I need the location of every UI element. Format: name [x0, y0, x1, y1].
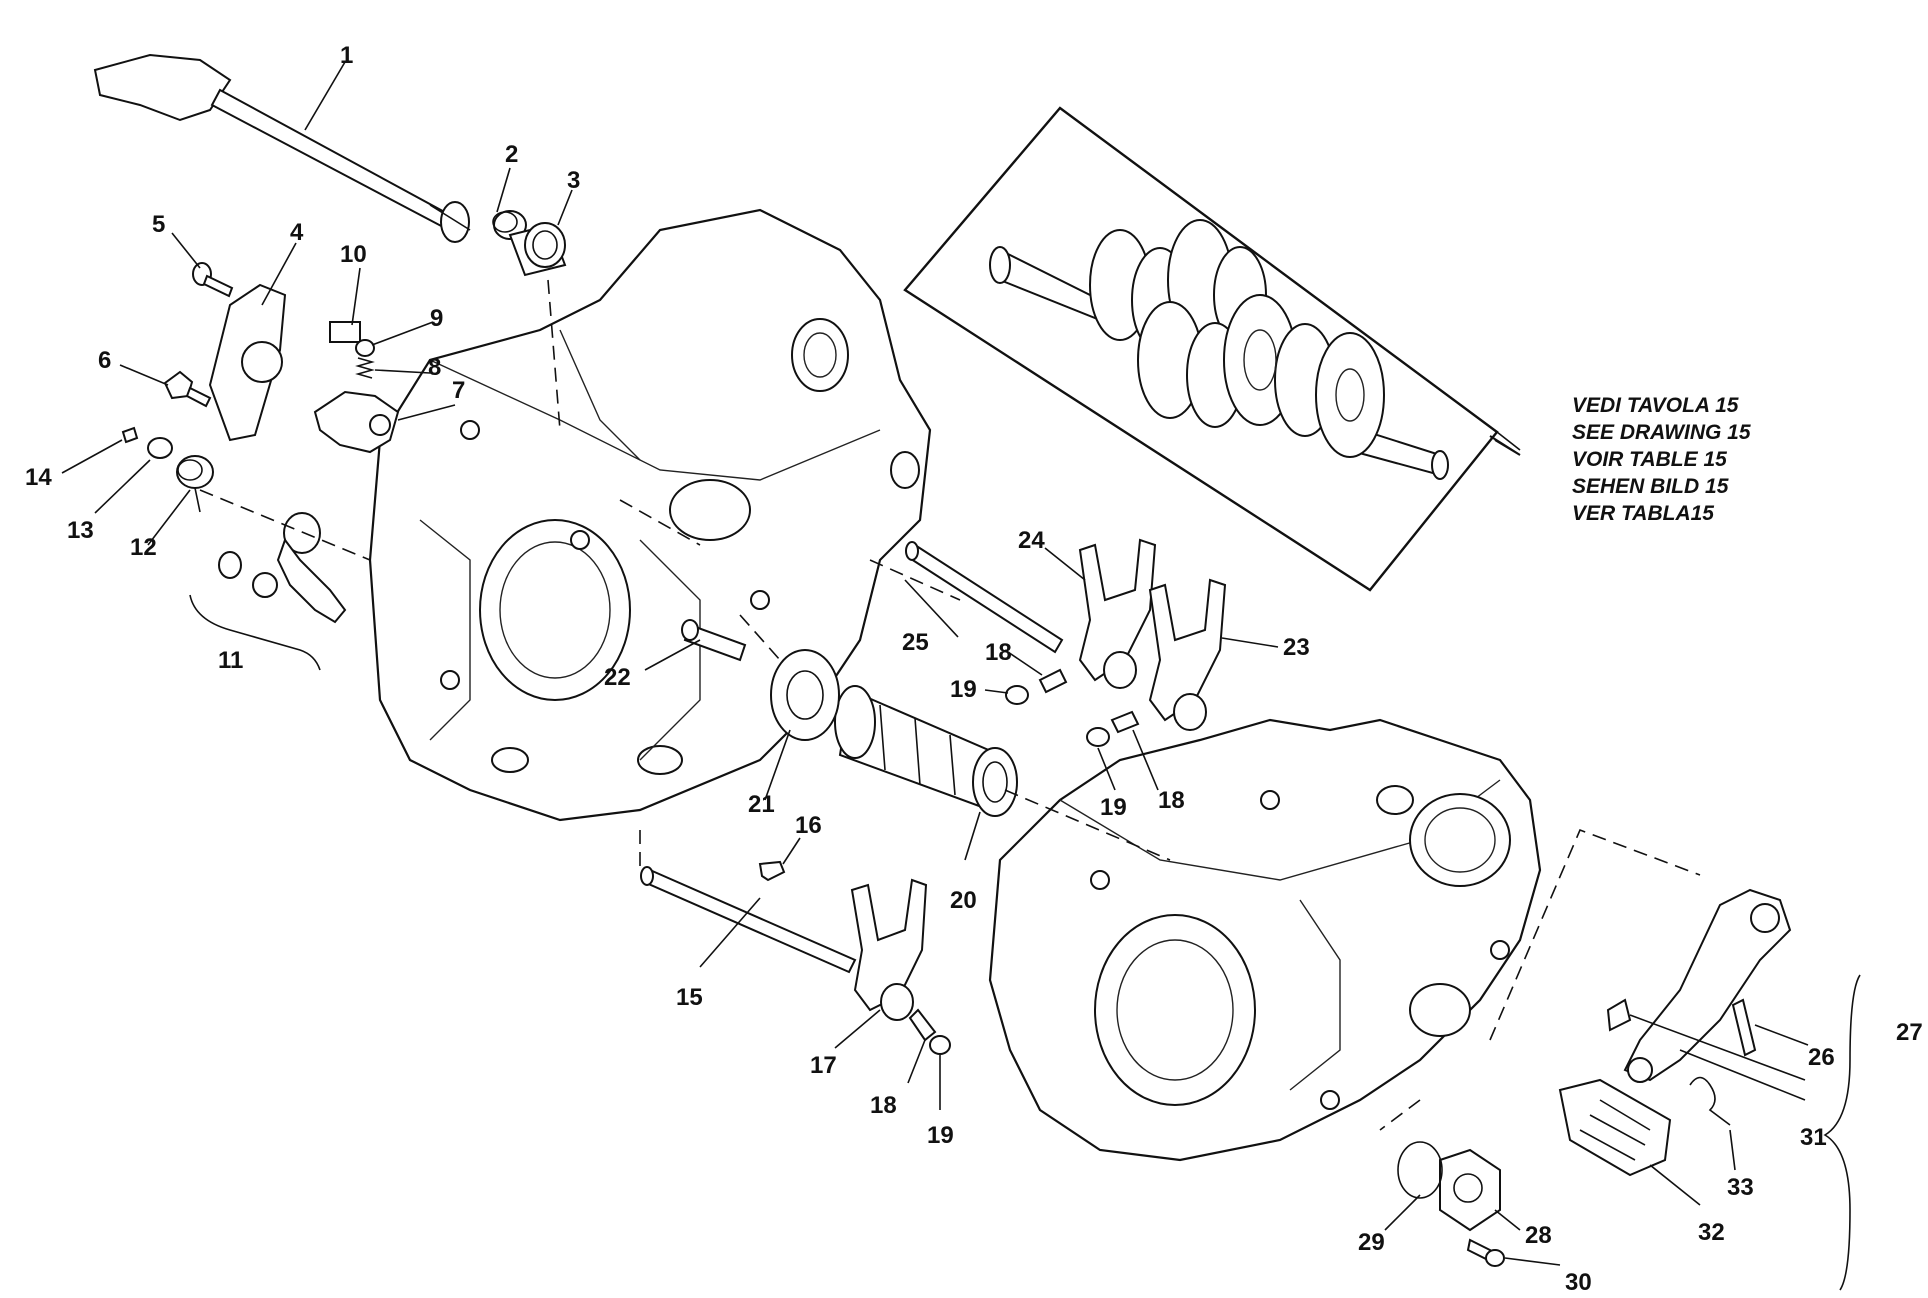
- assembly-lines: [199, 279, 1701, 1131]
- reference-line-it: VEDI TAVOLA 15: [1572, 394, 1739, 417]
- lever-pin: [1606, 998, 1632, 1032]
- drum-pin-22: [681, 619, 747, 662]
- reference-line-es: VER TABLA15: [1572, 502, 1714, 525]
- gear-shift-shaft: [93, 53, 471, 243]
- right-crankcase-half: [988, 718, 1542, 1162]
- callout-29: 29: [1358, 1229, 1385, 1256]
- callout-10: 10: [340, 241, 367, 268]
- gearbox-shafts: [989, 219, 1449, 480]
- shift-fork-24: [1078, 538, 1157, 689]
- callout-32: 32: [1698, 1219, 1725, 1246]
- callout-18-upper-left: 18: [985, 639, 1012, 666]
- circlip-14: [121, 426, 139, 444]
- callout-18-upper-right: 18: [1158, 787, 1185, 814]
- callout-8: 8: [428, 354, 441, 381]
- reference-line-en: SEE DRAWING 15: [1572, 421, 1751, 444]
- fork-shaft-upper: [905, 541, 1064, 654]
- callout-numbers: 1 2 3 4 5 6 7 8 9 10 11 12 13 14 15 16 1…: [25, 42, 1923, 1296]
- callout-5: 5: [152, 211, 165, 238]
- callout-19-upper-right: 19: [1100, 794, 1127, 821]
- callout-11: 11: [218, 647, 243, 674]
- callout-33: 33: [1727, 1174, 1754, 1201]
- ratchet-spring: [176, 455, 214, 513]
- screw-6: [163, 370, 212, 408]
- callout-18-lower: 18: [870, 1092, 897, 1119]
- leader-lines: [61, 61, 1809, 1266]
- callout-13: 13: [67, 517, 94, 544]
- reference-note: VEDI TAVOLA 15 SEE DRAWING 15 VOIR TABLE…: [1572, 394, 1751, 525]
- callout-31: 31: [1800, 1124, 1827, 1151]
- screw-30: [1466, 1238, 1505, 1267]
- detent-spring: [355, 357, 375, 379]
- callout-28: 28: [1525, 1222, 1552, 1249]
- callout-4: 4: [290, 219, 304, 246]
- detent-lever: [313, 390, 400, 454]
- callout-25: 25: [902, 629, 929, 656]
- ratchet-arm: [218, 512, 347, 624]
- group-bracket-31: [1823, 974, 1861, 1291]
- callout-19-lower: 19: [927, 1122, 954, 1149]
- fork-pins-upper: [1005, 668, 1140, 747]
- shift-pedal-tip: [1558, 1078, 1672, 1177]
- circlip-16: [758, 860, 786, 882]
- pedal-spring: [1689, 1076, 1731, 1126]
- callout-20: 20: [950, 887, 977, 914]
- callout-14: 14: [25, 464, 52, 491]
- callout-1: 1: [340, 42, 353, 69]
- callout-2: 2: [505, 141, 518, 168]
- callout-23: 23: [1283, 634, 1310, 661]
- lever-bolt: [1731, 998, 1757, 1057]
- washer-13: [147, 437, 173, 459]
- callout-16: 16: [795, 812, 822, 839]
- callout-12: 12: [130, 534, 157, 561]
- shift-drum: [834, 685, 1018, 817]
- callout-3: 3: [567, 167, 580, 194]
- group-bracket-11: [189, 594, 321, 671]
- cover-plate: [1439, 1148, 1501, 1232]
- callout-17: 17: [810, 1052, 837, 1079]
- gearbox-inset: [903, 106, 1521, 592]
- callout-27: 27: [1896, 1019, 1923, 1046]
- shift-drum-star: [770, 649, 840, 741]
- callout-7: 7: [452, 377, 465, 404]
- callout-22: 22: [604, 664, 631, 691]
- shift-fork-23: [1148, 578, 1227, 731]
- bushing: [508, 222, 567, 277]
- reference-line-de: SEHEN BILD 15: [1572, 475, 1729, 498]
- callout-30: 30: [1565, 1269, 1592, 1296]
- reference-line-fr: VOIR TABLE 15: [1572, 448, 1727, 471]
- callout-21: 21: [748, 791, 775, 818]
- callout-24: 24: [1018, 527, 1045, 554]
- callout-26: 26: [1808, 1044, 1835, 1071]
- index-plate: [208, 283, 287, 442]
- screw-5: [192, 262, 234, 298]
- callout-19-upper-left: 19: [950, 676, 977, 703]
- detent-block: [329, 321, 361, 343]
- o-ring: [1397, 1141, 1443, 1199]
- shift-lever-arm: [1623, 888, 1792, 1083]
- shift-fork-17: [850, 878, 928, 1021]
- detent-ball: [355, 339, 375, 357]
- callout-9: 9: [430, 305, 443, 332]
- callout-15: 15: [676, 984, 703, 1011]
- callout-6: 6: [98, 347, 111, 374]
- fork-pins-lower: [908, 1008, 951, 1055]
- fork-shaft-lower: [640, 866, 857, 974]
